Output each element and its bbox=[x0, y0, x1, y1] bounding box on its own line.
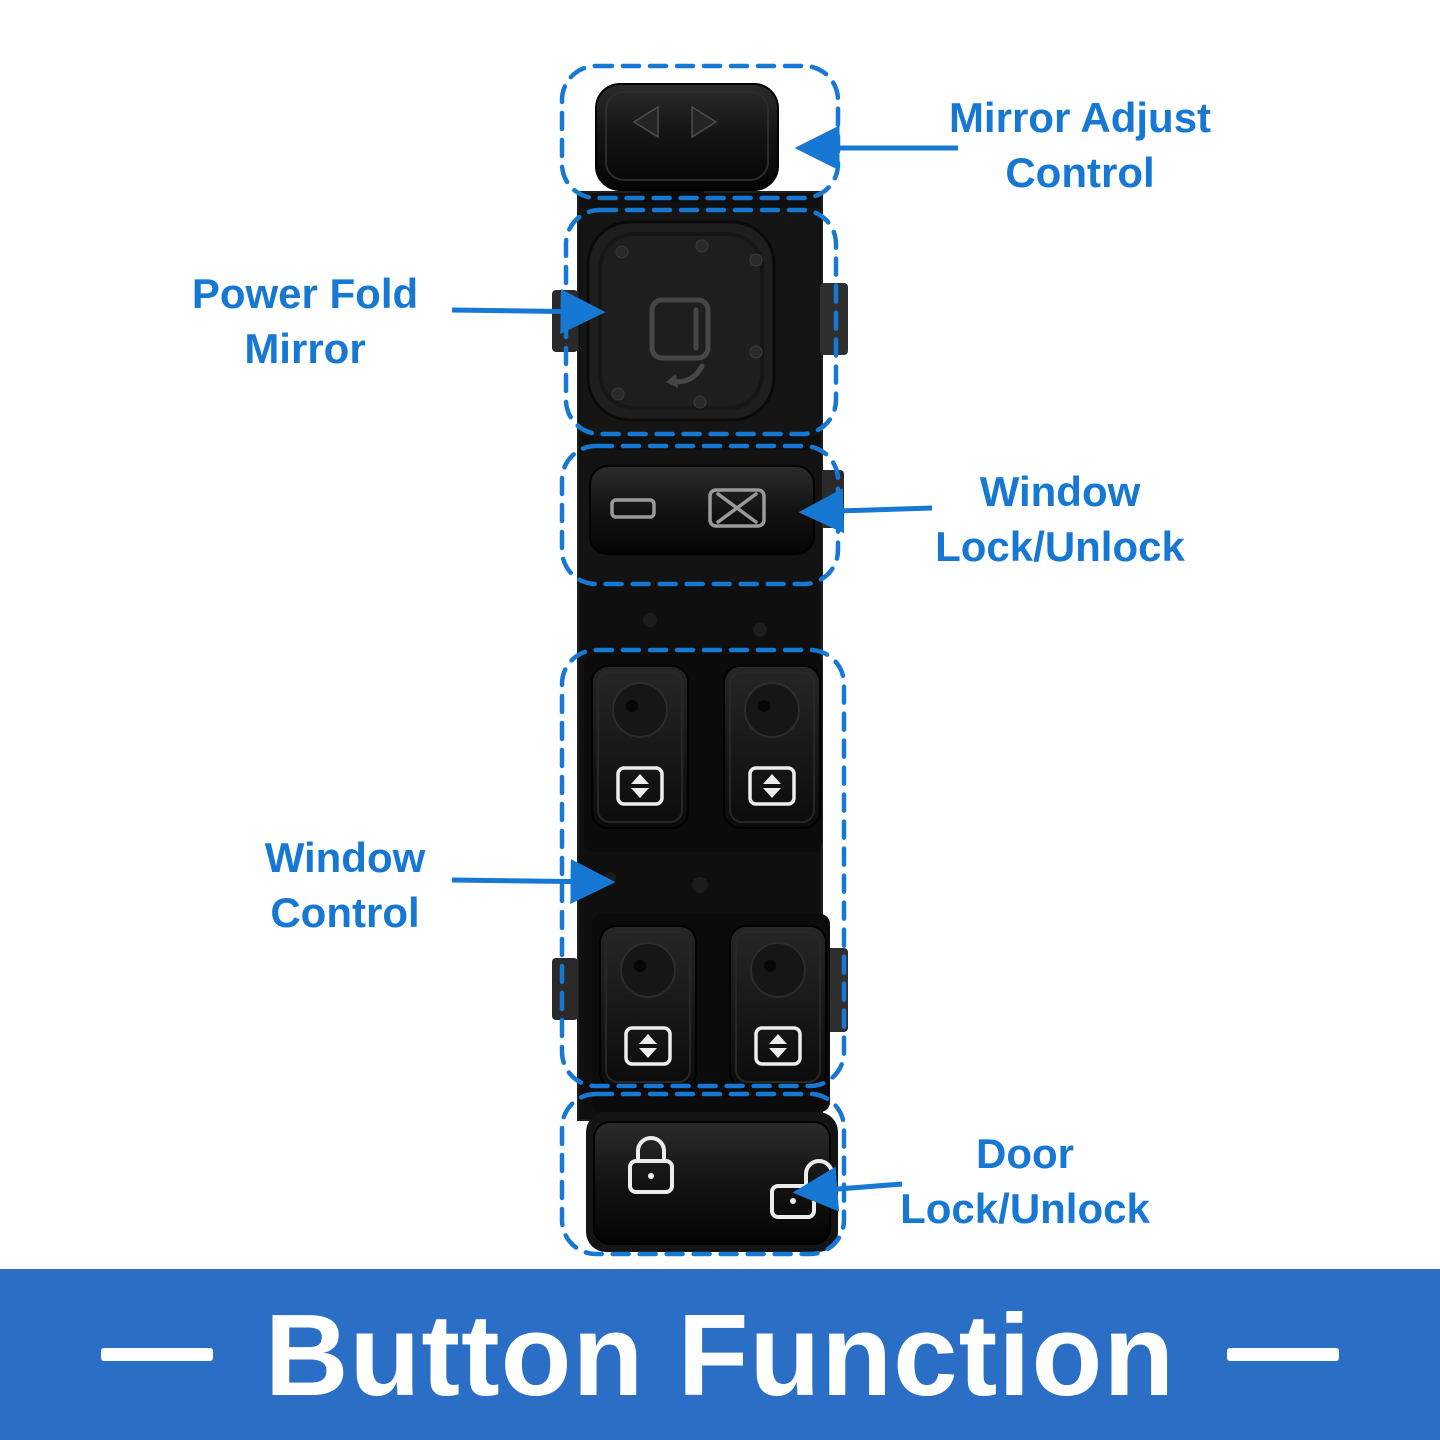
label-window-lock: Window Lock/Unlock bbox=[910, 464, 1210, 575]
label-line: Mirror Adjust bbox=[948, 94, 1212, 141]
mirror-left-arrow-icon bbox=[632, 105, 659, 139]
power-fold-button bbox=[580, 208, 820, 436]
label-line: Window bbox=[264, 834, 426, 881]
window-control-arrow bbox=[451, 859, 616, 905]
power-fold-arrow bbox=[451, 288, 606, 334]
window-lock-indicator bbox=[610, 498, 656, 519]
label-line: Control bbox=[270, 889, 420, 937]
annotation-arrows bbox=[451, 125, 958, 1212]
window-control-switches bbox=[584, 654, 830, 1112]
banner-left-dash bbox=[100, 1348, 213, 1361]
label-door-lock: Door Lock/Unlock bbox=[880, 1126, 1170, 1237]
door-lock-icon bbox=[628, 1136, 674, 1194]
banner: Button Function bbox=[0, 1269, 1440, 1440]
rear-left-window-switch bbox=[598, 924, 698, 1090]
label-line: Lock/Unlock bbox=[900, 1185, 1150, 1233]
banner-title: Button Function bbox=[264, 1289, 1176, 1420]
front-left-window-switch bbox=[590, 664, 690, 830]
label-line: Mirror bbox=[244, 325, 366, 373]
front-right-window-switch bbox=[722, 664, 822, 830]
window-lock-arrow bbox=[798, 488, 933, 534]
label-line: Door bbox=[976, 1130, 1074, 1177]
label-mirror-adjust: Mirror Adjust Control bbox=[920, 90, 1240, 201]
label-line: Power Fold bbox=[191, 270, 419, 317]
mount-tab-left-lower bbox=[552, 958, 578, 1020]
window-lock-switch bbox=[580, 450, 822, 582]
label-window-control: Window Control bbox=[225, 830, 465, 941]
mount-tab-right-mid bbox=[820, 470, 844, 528]
door-lock-arrow bbox=[792, 1166, 903, 1212]
window-control-outline bbox=[559, 647, 847, 1089]
label-line: Window bbox=[979, 468, 1141, 515]
power-fold-icon bbox=[649, 297, 711, 388]
mirror-adjust-button bbox=[595, 83, 779, 202]
door-lock-outline bbox=[559, 1091, 847, 1257]
banner-right-dash bbox=[1227, 1348, 1340, 1361]
label-line: Lock/Unlock bbox=[935, 523, 1185, 571]
label-power-fold: Power Fold Mirror bbox=[160, 266, 450, 377]
mirror-right-arrow-icon bbox=[691, 105, 718, 139]
label-line: Control bbox=[1005, 149, 1155, 197]
window-lockout-icon bbox=[708, 488, 766, 528]
door-lock-switch bbox=[586, 1112, 838, 1252]
rear-right-window-switch bbox=[728, 924, 828, 1090]
